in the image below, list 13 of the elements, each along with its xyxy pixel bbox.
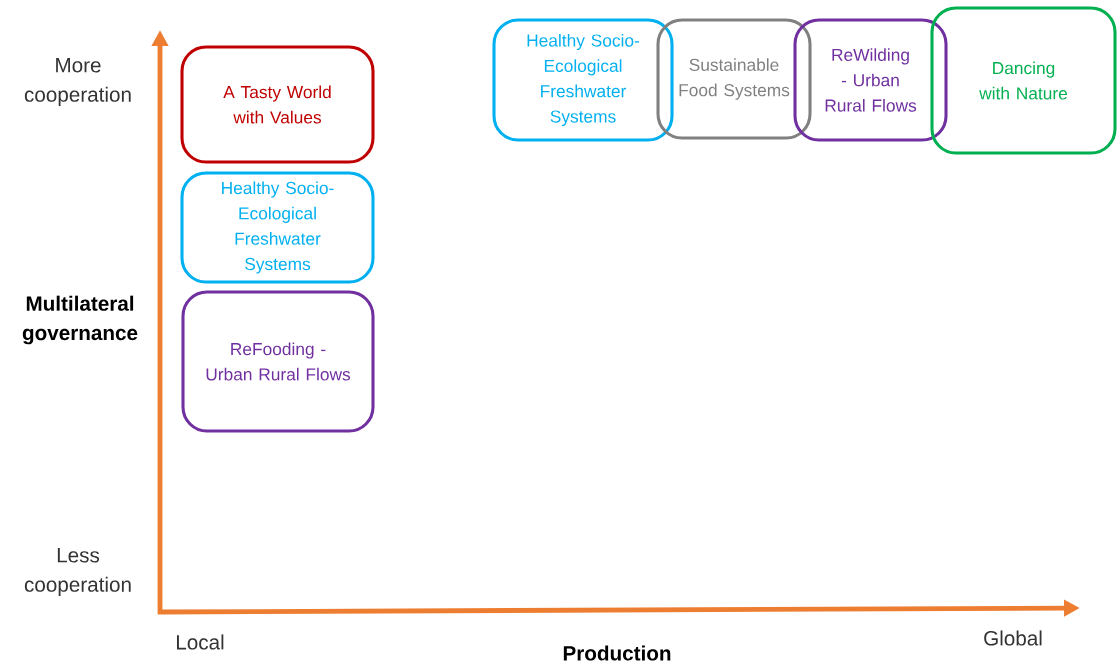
axis-title: Multilateral governance — [22, 295, 138, 345]
rounded-box: Healthy Socio-Ecological Freshwater Systems — [492, 18, 674, 142]
axis-title: Production — [563, 645, 671, 661]
rounded-box: ReWilding - Urban Rural Flows — [793, 18, 948, 142]
axis-label: Less cooperation — [24, 548, 131, 596]
rounded-box: Sustainable Food Systems — [656, 18, 812, 140]
rounded-box: Dancing with Nature — [930, 6, 1117, 155]
axis-label: Global — [984, 630, 1042, 646]
axis-label: More cooperation — [24, 58, 131, 106]
rounded-box: A Tasty World with Values — [180, 45, 375, 164]
axis-label: Local — [177, 634, 224, 650]
rounded-box: ReFooding - Urban Rural Flows — [181, 290, 375, 433]
rounded-box: Healthy Socio-Ecological Freshwater Systems — [180, 171, 375, 284]
